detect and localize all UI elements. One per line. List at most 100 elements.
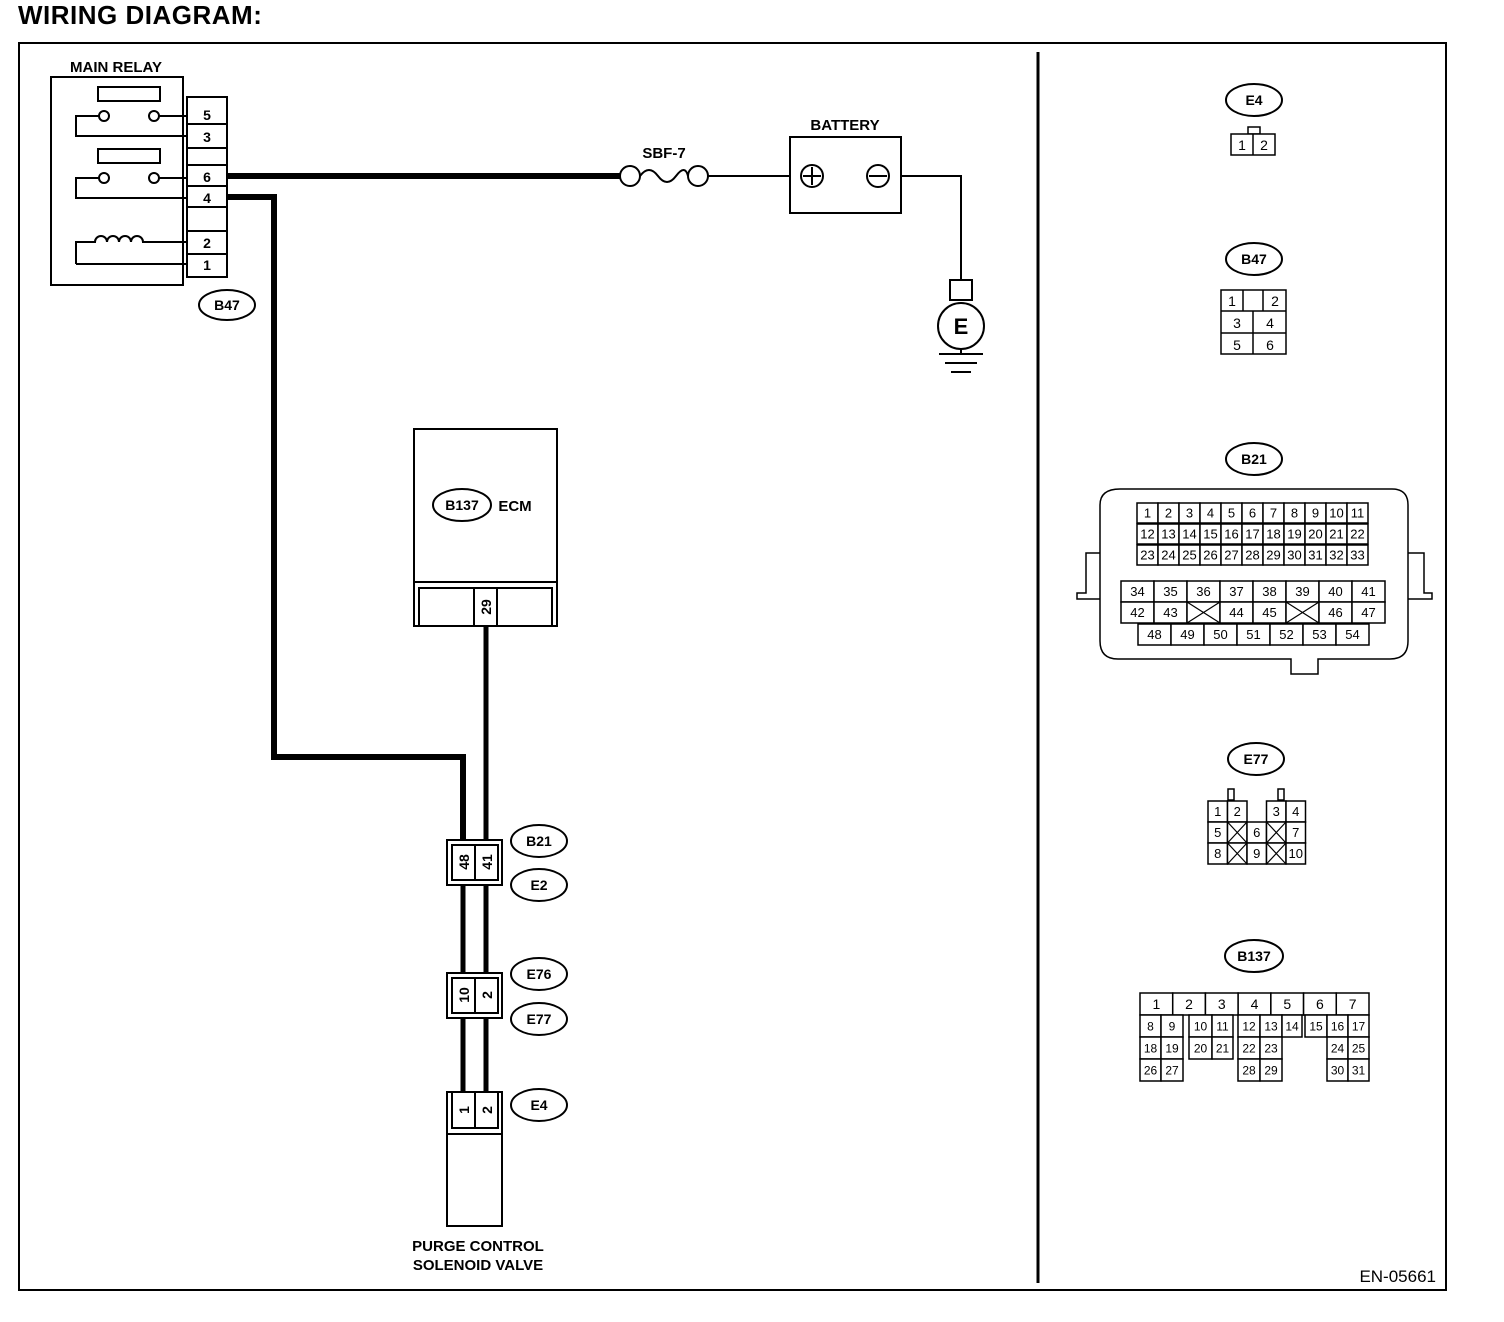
pin-number: 22 bbox=[1350, 527, 1364, 542]
pin-number: 22 bbox=[1242, 1041, 1256, 1055]
figure-id: EN-05661 bbox=[1359, 1267, 1436, 1286]
joint2-tag-bottom: E77 bbox=[527, 1011, 552, 1027]
pin-number: 46 bbox=[1328, 605, 1342, 620]
pin-number: 15 bbox=[1309, 1019, 1323, 1033]
pin-number: 47 bbox=[1361, 605, 1375, 620]
pin-number: 36 bbox=[1196, 584, 1210, 599]
pin-number: 23 bbox=[1140, 548, 1154, 563]
pin-number: 23 bbox=[1264, 1041, 1278, 1055]
pin-number: 7 bbox=[1349, 996, 1357, 1012]
fuse-label: SBF-7 bbox=[642, 145, 685, 162]
pin-number: 49 bbox=[1180, 627, 1194, 642]
blocked-pin-mark bbox=[1227, 842, 1248, 865]
pin-number: 8 bbox=[1291, 506, 1298, 521]
valve-label-line1: PURGE CONTROL bbox=[412, 1238, 544, 1255]
pin-number: 11 bbox=[1351, 506, 1365, 521]
pin-number: 21 bbox=[1329, 527, 1343, 542]
blocked-pin-mark bbox=[1266, 821, 1287, 844]
pin-number: 51 bbox=[1246, 627, 1260, 642]
pin-number: 17 bbox=[1245, 527, 1259, 542]
pin-number: 24 bbox=[1161, 548, 1175, 563]
pin-number: 41 bbox=[1361, 584, 1375, 599]
main-relay-label: MAIN RELAY bbox=[70, 59, 162, 76]
battery: BATTERY bbox=[789, 117, 902, 214]
pin-number: 28 bbox=[1245, 548, 1259, 563]
pin-number: 18 bbox=[1144, 1041, 1158, 1055]
page-title: WIRING DIAGRAM: bbox=[18, 0, 263, 30]
pin-cell bbox=[1347, 1058, 1370, 1082]
b47-view-pin: 3 bbox=[1233, 315, 1241, 331]
pin-number: 2 bbox=[1185, 996, 1193, 1012]
pin-cell bbox=[1281, 1014, 1303, 1038]
pin-cell bbox=[1335, 623, 1370, 646]
pin-number: 30 bbox=[1287, 548, 1301, 563]
pin-number: 3 bbox=[1273, 804, 1280, 819]
ecm-pin-29: 29 bbox=[478, 599, 494, 615]
pin-number: 38 bbox=[1262, 584, 1276, 599]
b47-view-pin: 6 bbox=[1266, 337, 1274, 353]
pin-number: 45 bbox=[1262, 605, 1276, 620]
pin-number: 26 bbox=[1144, 1063, 1158, 1077]
b47-view-pin: 2 bbox=[1271, 293, 1279, 309]
valve-label-line2: SOLENOID VALVE bbox=[413, 1257, 543, 1274]
pin-number: 15 bbox=[1203, 527, 1217, 542]
blocked-pin-mark bbox=[1186, 601, 1221, 624]
pin-cell bbox=[1351, 601, 1386, 624]
pin-cell bbox=[1211, 1036, 1234, 1060]
pin-number: 9 bbox=[1253, 846, 1260, 861]
pin-number: 1 bbox=[1144, 506, 1151, 521]
pin-number: 30 bbox=[1331, 1063, 1345, 1077]
pin-cell bbox=[1259, 1058, 1283, 1082]
pin-number: 4 bbox=[1251, 996, 1259, 1012]
main-relay: MAIN RELAY 5 3 6 4 2 1 B47 bbox=[50, 59, 256, 321]
pin-number: 3 bbox=[1218, 996, 1226, 1012]
pin-number: 18 bbox=[1266, 527, 1280, 542]
blocked-pin-mark bbox=[1285, 601, 1320, 624]
joint-e76-e77: 10 2 E76 E77 bbox=[446, 957, 568, 1036]
pin-number: 50 bbox=[1213, 627, 1227, 642]
battery-label: BATTERY bbox=[810, 117, 879, 134]
pin-number: 5 bbox=[1214, 825, 1221, 840]
pin-number: 4 bbox=[1292, 804, 1299, 819]
relay-pin-4: 4 bbox=[203, 190, 211, 206]
ecm-connector-tag: B137 bbox=[445, 497, 479, 513]
pin-number: 9 bbox=[1312, 506, 1319, 521]
pin-number: 2 bbox=[1234, 804, 1241, 819]
pin-number: 17 bbox=[1352, 1019, 1366, 1033]
pin-number: 1 bbox=[1152, 996, 1160, 1012]
e4-view-label: E4 bbox=[1245, 92, 1262, 108]
valve-connector-tag: E4 bbox=[530, 1097, 547, 1113]
joint1-tag-bottom: E2 bbox=[530, 877, 547, 893]
pin-number: 16 bbox=[1224, 527, 1238, 542]
purge-valve: 1 2 E4 PURGE CONTROL SOLENOID VALVE bbox=[412, 1088, 568, 1274]
pin-cell bbox=[1346, 544, 1369, 566]
ecm-label: ECM bbox=[498, 498, 531, 515]
joint2-pin-10: 10 bbox=[456, 987, 472, 1003]
valve-pin-2: 2 bbox=[479, 1106, 495, 1114]
fuse-sbf7: SBF-7 bbox=[619, 145, 709, 187]
relay-pin-5: 5 bbox=[203, 107, 211, 123]
pin-number: 7 bbox=[1270, 506, 1277, 521]
pin-number: 6 bbox=[1316, 996, 1324, 1012]
pin-number: 16 bbox=[1331, 1019, 1345, 1033]
relay-pin-1: 1 bbox=[203, 257, 211, 273]
pin-number: 42 bbox=[1130, 605, 1144, 620]
ground-point: E bbox=[937, 279, 985, 373]
pin-number: 44 bbox=[1229, 605, 1243, 620]
pin-number: 26 bbox=[1203, 548, 1217, 563]
pin-number: 24 bbox=[1331, 1041, 1345, 1055]
pin-number: 14 bbox=[1182, 527, 1196, 542]
pin-number: 35 bbox=[1163, 584, 1177, 599]
valve-pin-1: 1 bbox=[456, 1106, 472, 1114]
pin-number: 40 bbox=[1328, 584, 1342, 599]
pin-number: 29 bbox=[1266, 548, 1280, 563]
e77-view-label: E77 bbox=[1244, 751, 1269, 767]
pin-number: 43 bbox=[1163, 605, 1177, 620]
pin-number: 37 bbox=[1229, 584, 1243, 599]
pin-number: 8 bbox=[1147, 1019, 1154, 1033]
pin-number: 8 bbox=[1214, 846, 1221, 861]
